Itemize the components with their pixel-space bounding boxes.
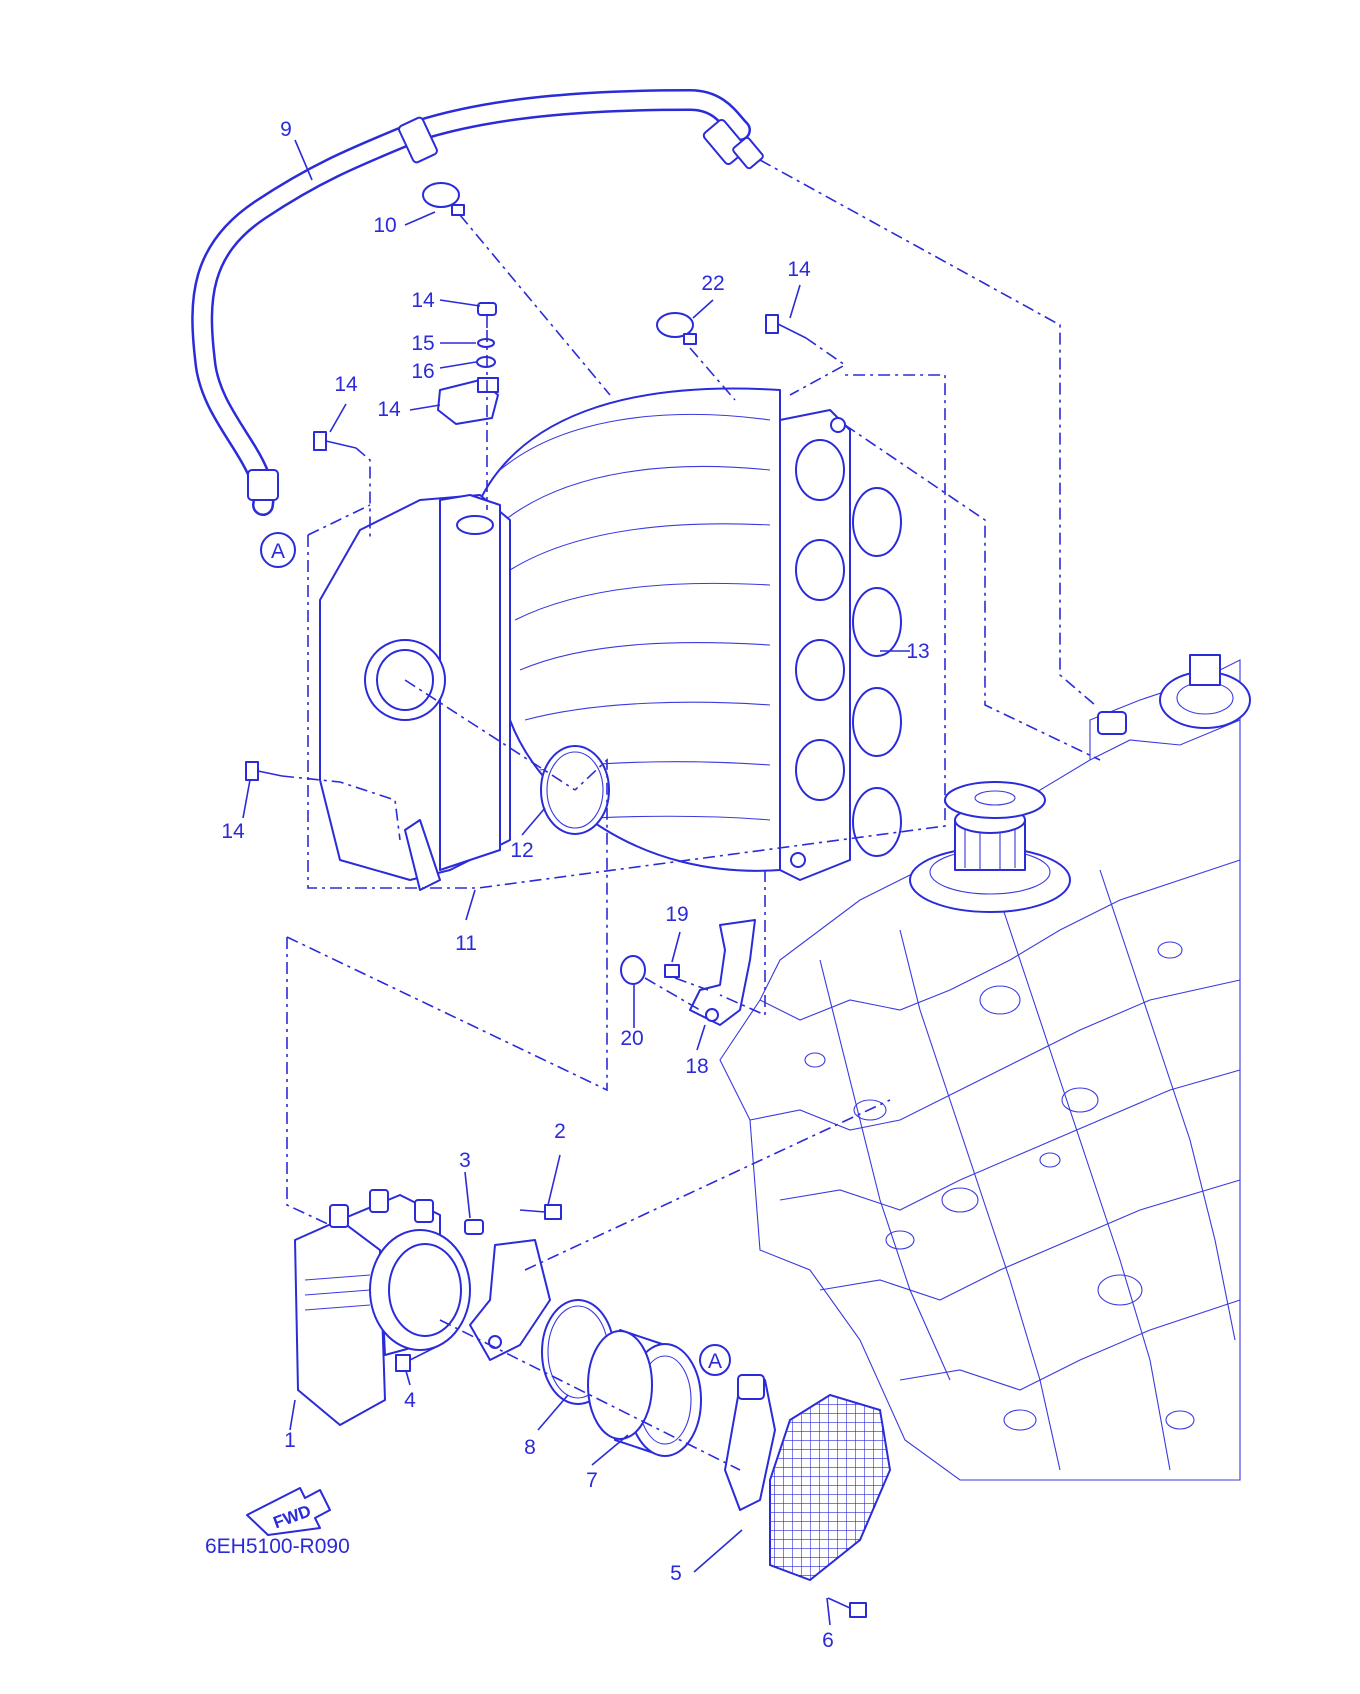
callout-6: 6 xyxy=(822,1629,834,1652)
callout-10: 10 xyxy=(373,214,396,237)
bolt-14-right-top xyxy=(765,314,807,339)
breather-hose xyxy=(191,88,764,516)
washer-18 xyxy=(476,356,496,368)
bolt-14-left-top xyxy=(313,431,357,451)
ref-marker-a-top: A xyxy=(260,532,296,568)
intake-joint-7 xyxy=(587,1329,702,1457)
callout-12: 12 xyxy=(510,839,533,862)
washer-17 xyxy=(477,338,495,348)
bolt-20 xyxy=(664,964,680,978)
callout-17: 15 xyxy=(411,332,434,355)
callout-3: 3 xyxy=(459,1149,471,1172)
hose-clamp-22 xyxy=(656,312,697,345)
bolt-6 xyxy=(827,1597,867,1618)
callout-21: 20 xyxy=(620,1027,643,1050)
diagram-code: 6EH5100-R090 xyxy=(205,1535,350,1558)
callout-14-left-top: 14 xyxy=(334,373,358,396)
callout-18: 16 xyxy=(411,360,434,383)
callout-11: 11 xyxy=(455,932,477,955)
callout-15: 14 xyxy=(377,398,401,421)
callout-14-right-top: 14 xyxy=(787,258,811,281)
callout-9: 9 xyxy=(280,118,292,141)
bolt-2 xyxy=(519,1204,562,1220)
callout-20: 19 xyxy=(665,903,688,926)
callout-labels: 9 10 14 15 16 14 14 22 14 14 12 13 11 19… xyxy=(221,118,929,1652)
throttle-body xyxy=(294,1189,471,1426)
bracket-19 xyxy=(689,919,756,1026)
callout-4: 4 xyxy=(404,1389,416,1412)
screw-16 xyxy=(477,302,497,328)
mount-bracket xyxy=(469,1239,551,1361)
intake-manifold xyxy=(319,387,851,891)
ref-marker-a-bottom: A xyxy=(699,1344,731,1376)
callout-5: 5 xyxy=(670,1562,682,1585)
intake-silencer xyxy=(724,1374,892,1582)
callout-1: 1 xyxy=(284,1429,296,1452)
clip-21 xyxy=(620,955,646,985)
callout-7: 7 xyxy=(586,1469,598,1492)
callout-19: 18 xyxy=(685,1055,708,1078)
sensor-15 xyxy=(437,377,499,425)
callout-16: 14 xyxy=(411,289,435,312)
callout-8: 8 xyxy=(524,1436,536,1459)
assembly-lines xyxy=(281,159,1101,1471)
engine-block xyxy=(719,654,1251,1481)
hose-clamp-10 xyxy=(422,182,465,216)
svg-text:A: A xyxy=(708,1350,722,1373)
callout-14-left-bottom: 14 xyxy=(221,820,245,843)
bolt-14-left-bottom xyxy=(245,761,283,781)
callout-2: 2 xyxy=(554,1120,566,1143)
bolt-4 xyxy=(395,1344,441,1372)
callout-leaders xyxy=(242,139,910,1626)
forward-arrow: FWD xyxy=(246,1487,331,1536)
callout-22: 22 xyxy=(701,272,724,295)
svg-text:A: A xyxy=(271,540,285,563)
callout-13: 13 xyxy=(906,640,929,663)
sensor-3 xyxy=(464,1219,484,1235)
manifold-gasket xyxy=(852,487,902,857)
